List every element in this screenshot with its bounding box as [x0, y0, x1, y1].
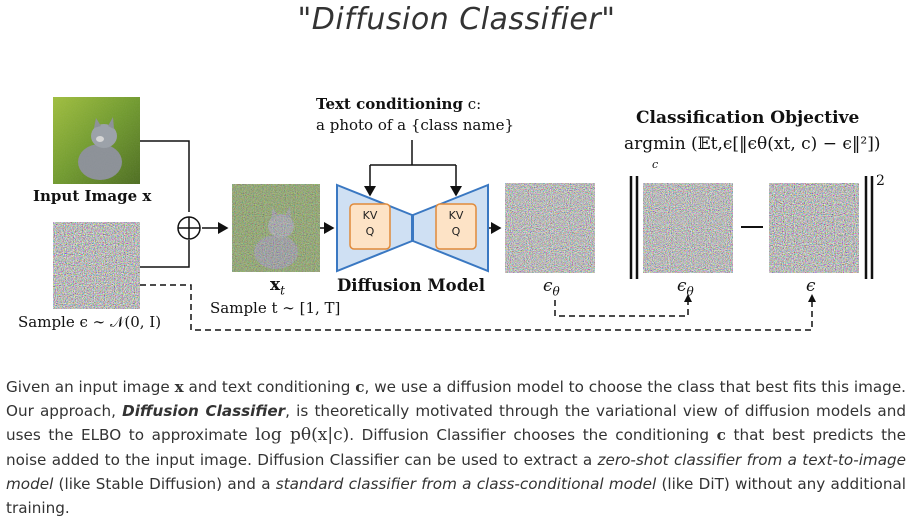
objective-true-noise-image — [769, 183, 859, 273]
caption-zero-shot: zero-shot classifier from a text-to-imag… — [6, 450, 906, 493]
caption-c2: c — [716, 426, 726, 445]
diffusion-model-label: Diffusion Model — [337, 276, 485, 295]
noisy-image-xt — [232, 184, 320, 272]
input-image-label: Input Image x — [33, 187, 152, 205]
sample-eps-label: Sample ϵ ∼ 𝒩(0, I) — [18, 313, 162, 331]
objective-eps-theta-label: ϵθ — [677, 276, 694, 299]
caption-logp: log pθ(x|c) — [255, 425, 350, 446]
text-conditioning-label: Text conditioning c: — [316, 95, 482, 113]
diagram-canvas — [53, 97, 874, 331]
norm-exponent: 2 — [876, 173, 885, 189]
objective-formula: argmin (𝔼t,ϵ[‖ϵθ(xt, c) − ϵ‖²]) — [624, 134, 881, 154]
dashed-flows — [140, 284, 813, 331]
attention-block-left — [349, 203, 391, 250]
predicted-noise-image — [505, 183, 595, 273]
plus-operator — [177, 216, 201, 240]
input-image — [53, 97, 140, 184]
caption-method-name: Diffusion Classifier — [122, 402, 286, 421]
text-conditioning-prompt: a photo of a {class name} — [316, 116, 514, 134]
eps-label: ϵ — [806, 276, 816, 296]
xt-label: xt — [270, 275, 285, 298]
attention-block-right — [435, 203, 477, 250]
norm-bars — [629, 176, 874, 279]
noise-image — [53, 222, 140, 309]
objective-title: Classification Objective — [636, 108, 860, 128]
caption-c: c — [355, 378, 365, 396]
eps-theta-label: ϵθ — [543, 276, 560, 299]
diffusion-model-block — [336, 183, 489, 273]
sample-t-label: Sample t ∼ [1, T] — [210, 299, 341, 317]
diagram-title: "Diffusion Classifier" — [297, 2, 616, 37]
flow-lines — [140, 140, 502, 268]
caption-x: x — [174, 378, 184, 396]
dashed-arrowheads — [684, 294, 816, 302]
caption-standard: standard classifier from a class-conditi… — [275, 474, 657, 493]
objective-subscript: c — [652, 158, 659, 171]
objective-predicted-noise-image — [643, 183, 733, 273]
caption-paragraph: Given an input image x and text conditio… — [6, 378, 906, 518]
